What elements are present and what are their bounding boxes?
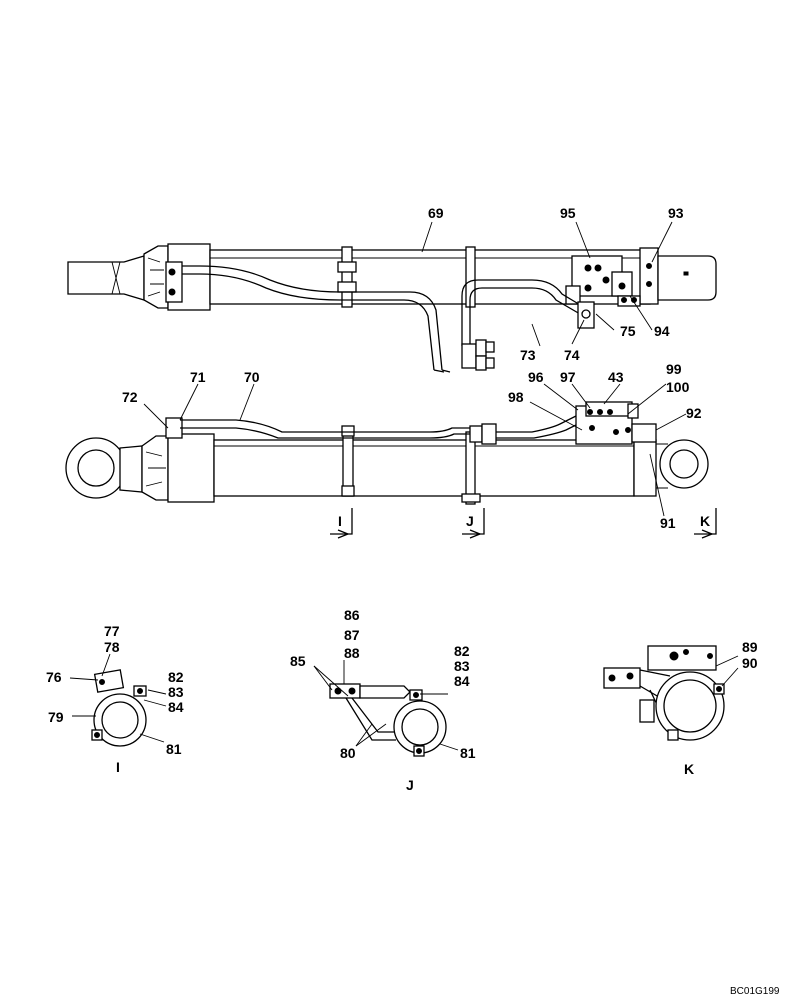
label-43: 43 <box>608 369 624 385</box>
label-78: 78 <box>104 639 120 655</box>
view-marker-letters: I J K <box>338 513 710 529</box>
label-82-detail-j: 82 <box>454 643 470 659</box>
top-cylinder <box>67 243 717 373</box>
label-77: 77 <box>104 623 120 639</box>
label-74: 74 <box>564 347 580 363</box>
label-72: 72 <box>122 389 138 405</box>
label-70: 70 <box>244 369 260 385</box>
part-labels: 69 95 93 75 94 73 74 71 70 72 96 97 43 9… <box>46 205 758 761</box>
detail-view-k <box>603 645 725 741</box>
leader-lines <box>69 221 739 751</box>
drawing-code: BC01G199 <box>730 986 780 997</box>
view-marker-k-letter: K <box>700 513 710 529</box>
label-83-detail-i: 83 <box>168 684 184 700</box>
label-81-detail-i: 81 <box>166 741 182 757</box>
detail-view-j-title: J <box>406 777 414 793</box>
label-93: 93 <box>668 205 684 221</box>
detail-view-titles: I J K <box>116 759 694 793</box>
view-marker-k <box>694 508 717 539</box>
detail-view-j <box>329 683 447 757</box>
label-79: 79 <box>48 709 64 725</box>
label-99: 99 <box>666 361 682 377</box>
label-71: 71 <box>190 369 206 385</box>
label-89: 89 <box>742 639 758 655</box>
label-87: 87 <box>344 627 360 643</box>
label-88: 88 <box>344 645 360 661</box>
label-84-detail-i: 84 <box>168 699 184 715</box>
label-95: 95 <box>560 205 576 221</box>
label-92: 92 <box>686 405 702 421</box>
view-marker-j <box>462 508 485 539</box>
detail-view-k-title: K <box>684 761 694 777</box>
label-91: 91 <box>660 515 676 531</box>
label-96: 96 <box>528 369 544 385</box>
label-98: 98 <box>508 389 524 405</box>
label-94: 94 <box>654 323 670 339</box>
view-marker-i <box>330 508 353 539</box>
label-81-detail-j: 81 <box>460 745 476 761</box>
label-90: 90 <box>742 655 758 671</box>
label-80: 80 <box>340 745 356 761</box>
label-86: 86 <box>344 607 360 623</box>
detail-view-i <box>91 669 147 747</box>
label-73: 73 <box>520 347 536 363</box>
label-97: 97 <box>560 369 576 385</box>
label-69: 69 <box>428 205 444 221</box>
label-82-detail-i: 82 <box>168 669 184 685</box>
label-76: 76 <box>46 669 62 685</box>
detail-view-i-title: I <box>116 759 120 775</box>
label-84-detail-j: 84 <box>454 673 470 689</box>
view-marker-j-letter: J <box>466 513 474 529</box>
label-75: 75 <box>620 323 636 339</box>
view-marker-i-letter: I <box>338 513 342 529</box>
label-85: 85 <box>290 653 306 669</box>
bottom-cylinder <box>65 401 709 505</box>
label-100: 100 <box>666 379 690 395</box>
label-83-detail-j: 83 <box>454 658 470 674</box>
